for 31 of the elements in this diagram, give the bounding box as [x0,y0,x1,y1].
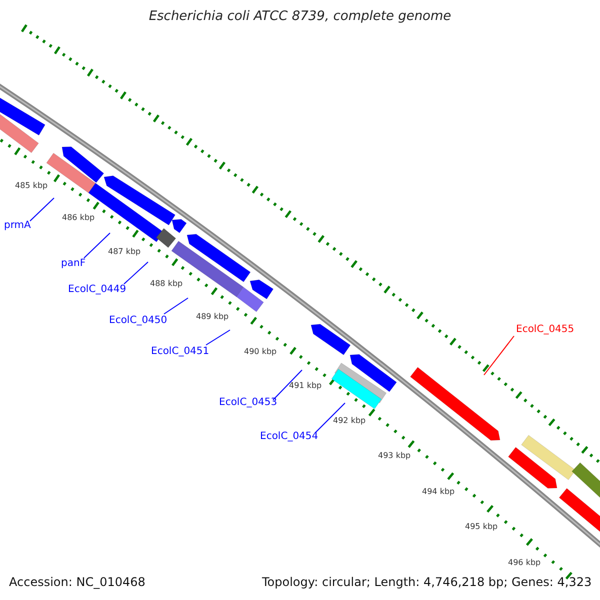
gene-label: EcolC_0450 [109,314,168,327]
scale-label: 490 kbp [244,346,277,357]
leader-line [30,198,54,222]
footer-text: Topology: circular; Length: 4,746,218 bp; Genes: 4,323 [262,575,592,589]
footer-text: Accession: NC_010468 [9,575,146,589]
gene-label: prmA [4,219,31,232]
scale-label: 495 kbp [465,521,498,532]
leader-line [164,298,188,314]
leader-line [84,232,110,258]
gene-label: EcolC_0455 [516,323,574,336]
scale-label: 486 kbp [62,212,95,223]
gene-label: EcolC_0453 [219,396,278,409]
leader-line [484,336,514,376]
scale-label: 496 kbp [508,557,541,568]
scale-label: 487 kbp [108,246,141,257]
scale-label: 491 kbp [289,380,322,391]
gene-label: EcolC_0451 [151,345,210,358]
scale-label: 488 kbp [150,278,183,289]
scale-label: 494 kbp [422,486,455,497]
gene-label: EcolC_0449 [68,283,126,296]
scale-label: 485 kbp [15,180,48,191]
gene-label: panF [61,257,86,270]
scale-label: 493 kbp [378,450,411,461]
title: Escherichia coli ATCC 8739, complete genome [148,9,452,24]
gene-label: EcolC_0454 [260,430,318,443]
leader-line [272,370,302,400]
scale-label: 489 kbp [196,311,229,322]
leader-line [124,262,148,284]
leader-line [316,402,346,432]
leader-line [206,330,230,346]
scale-label: 492 kbp [333,415,366,426]
